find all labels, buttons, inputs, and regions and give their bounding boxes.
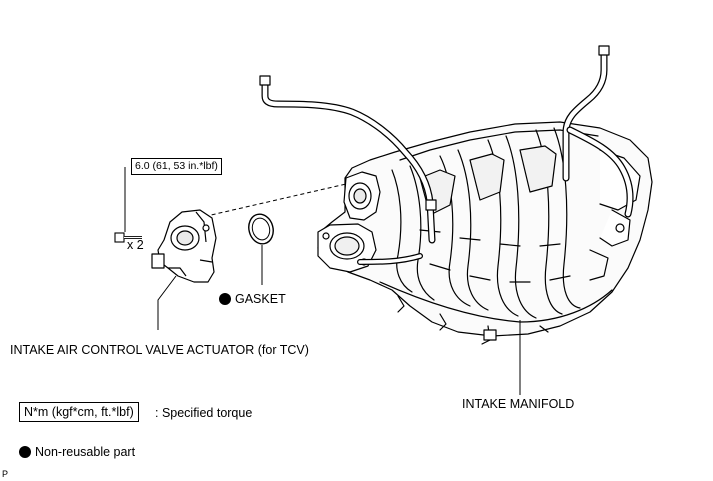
vacuum-pipes-drawing [259,45,634,265]
bolt-drawing [114,232,142,243]
legend-nonreusable-text: Non-reusable part [35,445,136,459]
legend-torque-units-box: N*m (kgf*cm, ft.*lbf) [19,402,139,422]
torque-spec-box: 6.0 (61, 53 in.*lbf) [131,158,222,175]
gasket-label-text: GASKET [235,292,286,306]
manifold-label: INTAKE MANIFOLD [462,397,575,411]
corner-mark: P [2,469,9,479]
non-reusable-legend-dot-icon [19,446,31,458]
legend-nonreusable: Non-reusable part [19,445,135,459]
intake-manifold-drawing [317,121,653,345]
gasket-drawing [248,213,274,245]
assembly-alignment-line [197,183,347,219]
bolt-quantity-label: x 2 [127,238,144,252]
actuator-drawing [151,209,217,283]
gasket-label: GASKET [219,292,286,306]
legend-torque-description: : Specified torque [155,406,253,420]
actuator-label: INTAKE AIR CONTROL VALVE ACTUATOR (for T… [10,343,309,357]
actuator-leader-line [157,275,177,330]
non-reusable-dot-icon [219,293,231,305]
